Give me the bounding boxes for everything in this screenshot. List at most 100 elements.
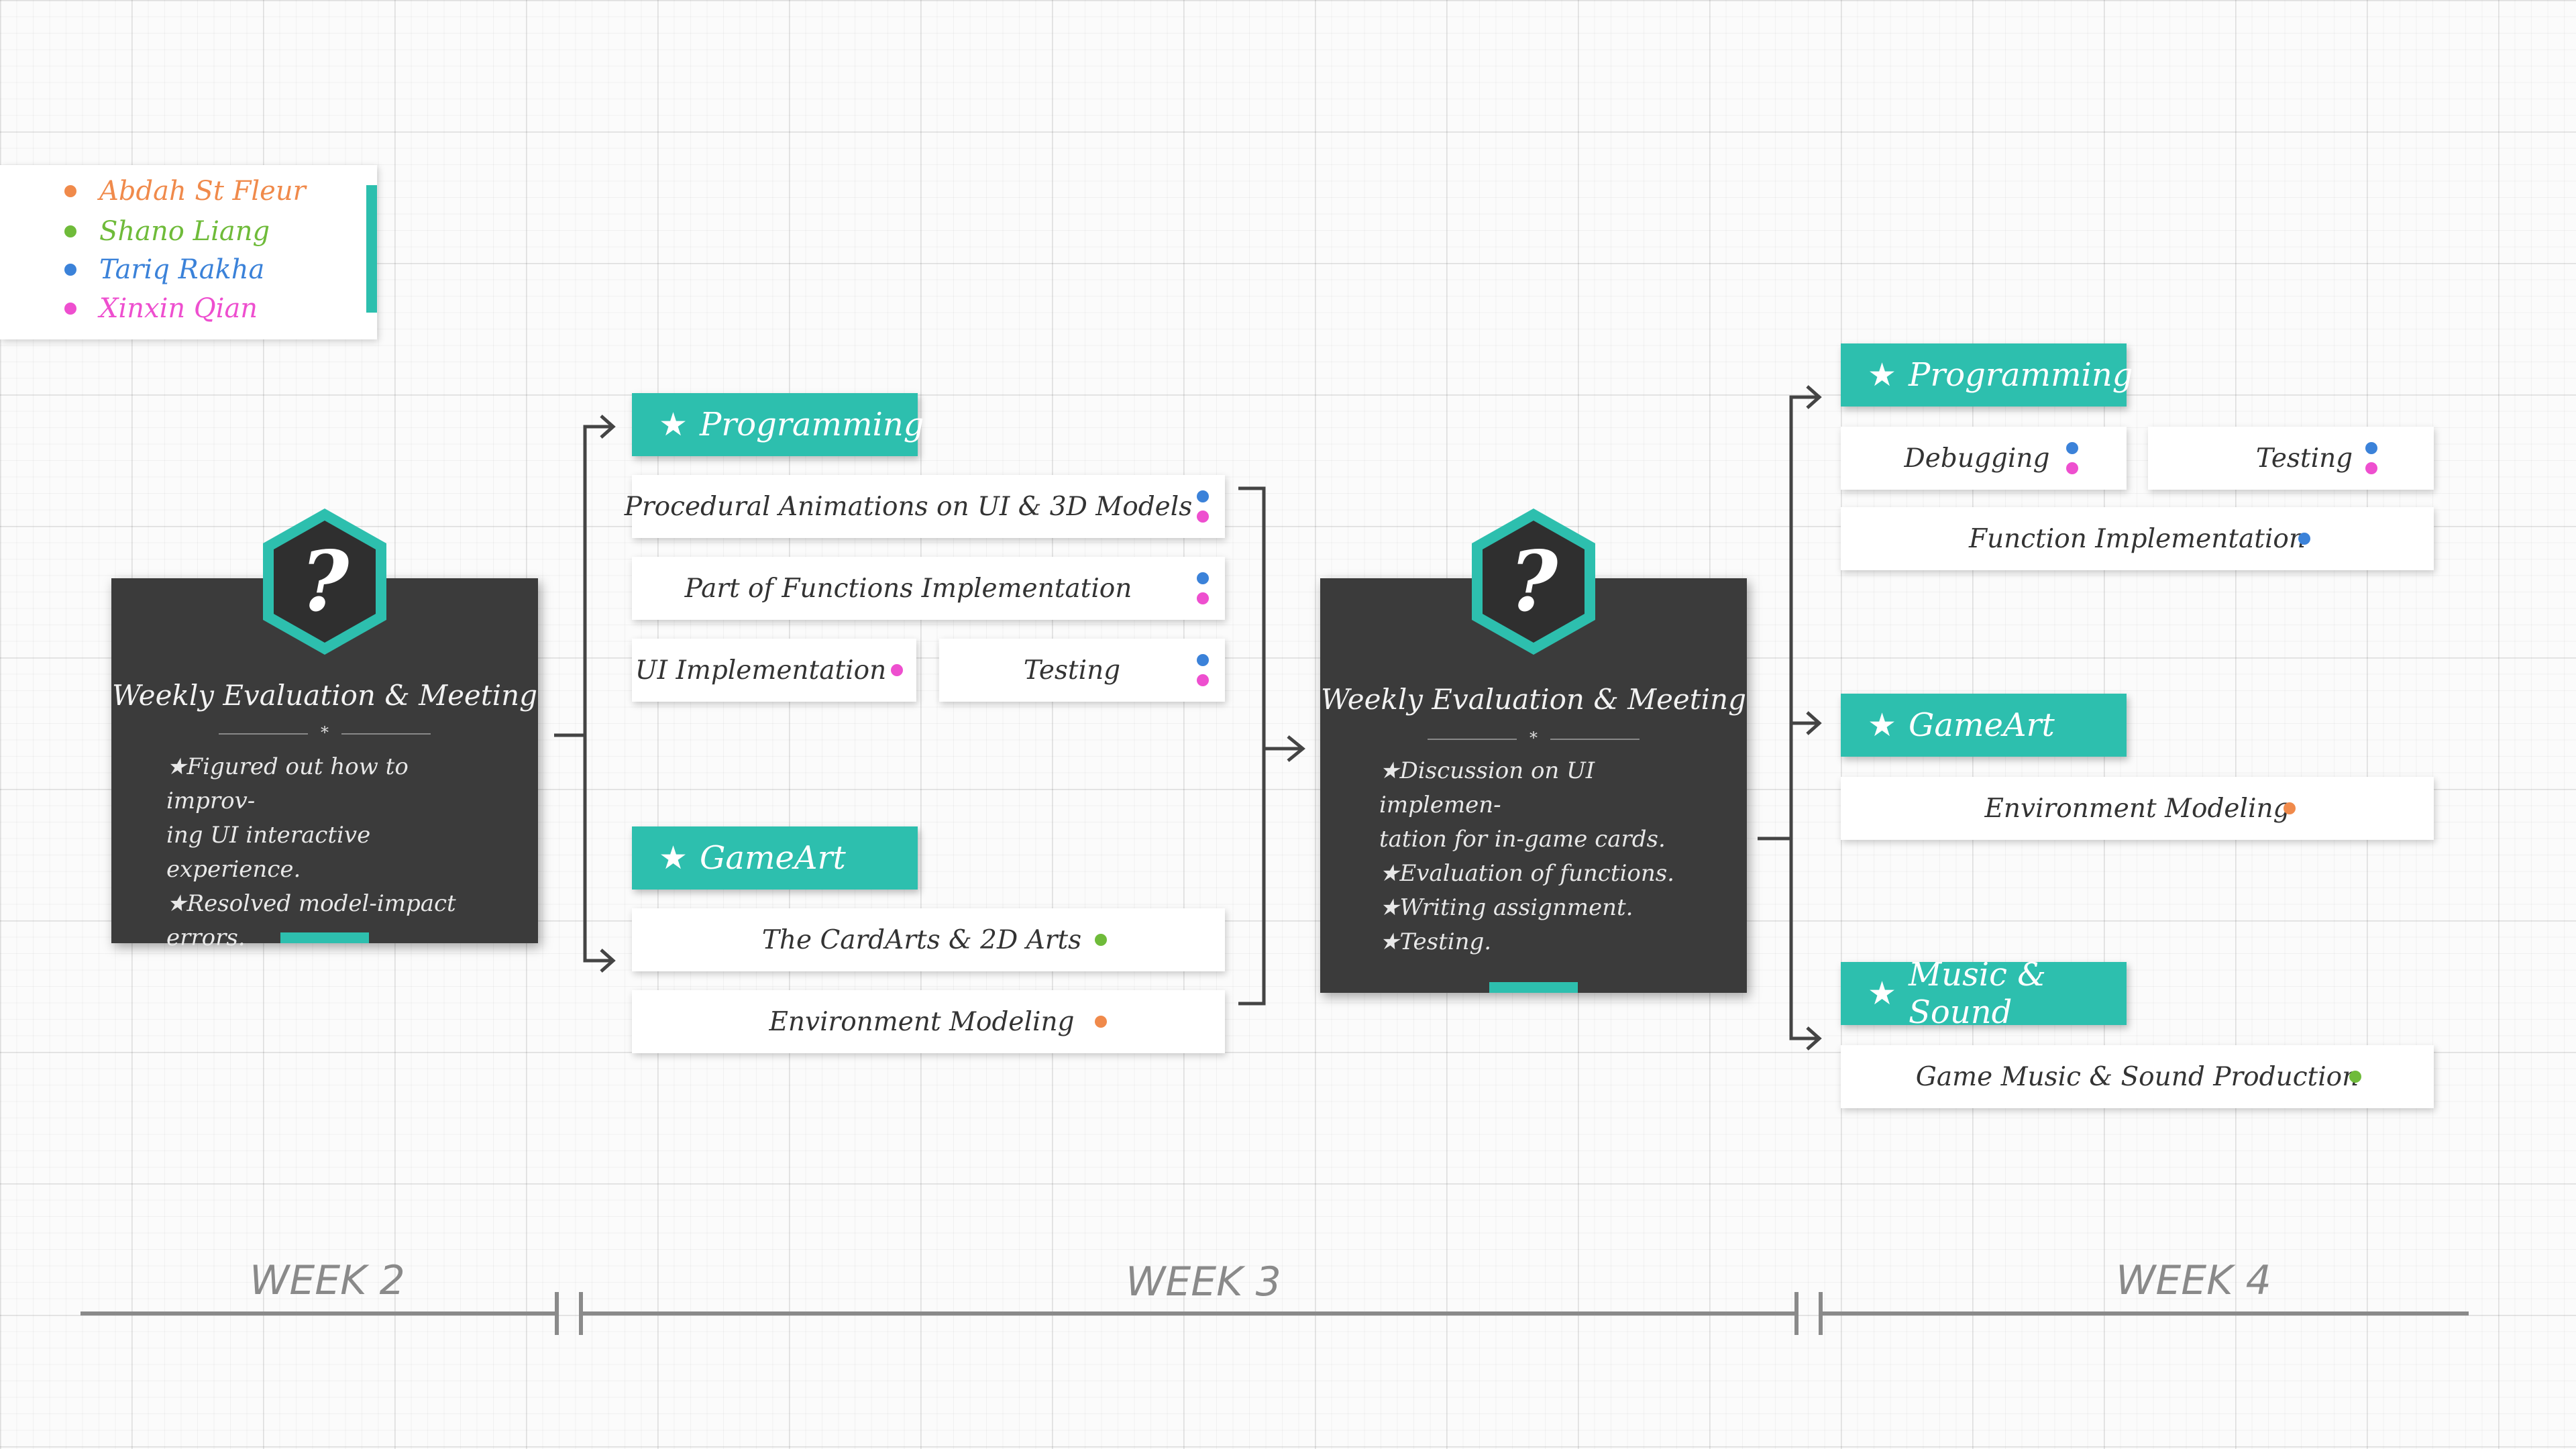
week3-programming-header: ★ Programming [632,393,924,456]
member-dot [2298,533,2310,545]
task-box: Testing [939,639,1225,702]
week4-music-header: ★ Music & Sound [1841,956,2127,1031]
task-box: Procedural Animations on UI & 3D Models [625,475,1225,538]
member-dot [2284,802,2296,814]
task-box: Environment Modeling [1841,777,2434,840]
week3-bracket [1238,486,1300,1006]
note-line: tation for in-game cards. [1379,826,1666,853]
task-box: Function Implementation [1841,507,2434,570]
card-foot-accent [280,932,369,943]
task-label: Part of Functions Implementation [684,573,1132,604]
task-label: Testing [1023,655,1121,686]
timeline-line [80,1292,2469,1335]
week3-arrowhead-1 [1806,385,1822,409]
member-name: Shano Liang [99,216,270,247]
note-line: ★Figured out how to improv- [166,753,409,814]
star-icon: ★ [1868,975,1897,1012]
card-divider: * [219,723,431,742]
task-box: The CardArts & 2D Arts [632,908,1225,971]
member-name: Xinxin Qian [99,293,258,324]
week2-arrowhead-top [600,415,616,439]
member-dot [1197,511,1209,523]
week3-evaluation-card: ? Weekly Evaluation & Meeting * ★Discuss… [1320,508,1747,993]
member-dot [2365,442,2377,454]
member-dot [64,225,76,237]
task-label: Environment Modeling [1984,793,2290,824]
card-divider: * [1428,729,1640,747]
task-label: Debugging [1904,443,2050,474]
star-icon: ★ [1868,356,1897,394]
note-line: ★Writing assignment. [1379,894,1633,921]
week2-connector [554,425,612,963]
divider-star: * [1529,729,1538,747]
note-line: ing UI interactive experience. [166,822,371,883]
task-box: Testing [2148,427,2434,490]
member-name: Tariq Rakha [99,254,265,285]
week-label: WEEK 4 [2116,1257,2271,1304]
category-label: GameArt [700,839,846,877]
member-dot [1095,934,1107,946]
question-mark-hexagon-icon: ? [1472,508,1595,655]
member-dot [1197,674,1209,686]
member-dot [2066,462,2078,474]
member-dot [64,264,76,276]
task-label: Procedural Animations on UI & 3D Models [624,491,1193,522]
note-line: errors. [166,924,246,951]
question-mark-hexagon-icon: ? [263,508,386,655]
task-box: Environment Modeling [632,990,1225,1053]
task-label: Function Implementation [1968,523,2306,554]
week2-arrowhead-bottom [600,949,616,973]
task-box: Game Music & Sound Production [1841,1045,2434,1108]
star-icon: ★ [659,406,688,443]
svg-text:?: ? [1509,533,1559,631]
task-label: Environment Modeling [769,1006,1075,1037]
note-line: ★Resolved model-impact [166,890,456,917]
task-box: Debugging [1841,427,2127,490]
task-label: The CardArts & 2D Arts [761,924,1082,955]
note-line: ★Discussion on UI implemen- [1379,757,1595,818]
week4-gameart-header: ★ GameArt [1841,694,2127,757]
member-dot [1197,572,1209,584]
category-label: GameArt [1909,706,2055,744]
card-title: Weekly Evaluation & Meeting [1320,683,1747,716]
week3-bracket-arrowhead [1287,735,1305,762]
task-box: UI Implementation [632,639,916,702]
member-dot [2066,442,2078,454]
member-dot [2365,462,2377,474]
week4-programming-header: ★ Programming [1841,343,2133,407]
week3-connector [1758,395,1818,1040]
note-line: ★Evaluation of functions. [1379,860,1674,887]
card-notes: ★Discussion on UI implemen- tation for i… [1379,754,1693,959]
note-line: ★Testing. [1379,928,1492,955]
member-name: Abdah St Fleur [99,176,306,207]
member-dot [1197,592,1209,604]
task-box: Part of Functions Implementation [632,557,1225,620]
member-dot [891,664,903,676]
team-legend: Abdah St Fleur Shano Liang Tariq Rakha X… [0,165,377,339]
category-label: Programming [1909,356,2133,394]
legend-item: Shano Liang [64,213,270,250]
week3-arrowhead-3 [1806,1026,1822,1051]
member-dot [64,185,76,197]
week3-gameart-header: ★ GameArt [632,826,918,890]
member-dot [64,303,76,315]
task-label: Game Music & Sound Production [1915,1061,2359,1092]
member-dot [1095,1016,1107,1028]
svg-text:?: ? [301,533,350,631]
member-dot [1197,490,1209,502]
card-foot-accent [1489,982,1578,993]
week-label: WEEK 2 [250,1257,405,1304]
member-dot [1197,654,1209,666]
star-icon: ★ [1868,706,1897,744]
week3-arrowhead-2 [1806,711,1822,735]
category-label: Music & Sound [1909,956,2046,1031]
task-label: Testing [2255,443,2353,474]
legend-item: Tariq Rakha [64,251,264,288]
star-icon: ★ [659,839,688,877]
task-label: UI Implementation [635,655,887,686]
legend-item: Xinxin Qian [64,290,258,327]
legend-item: Abdah St Fleur [64,172,306,210]
divider-star: * [321,723,329,742]
card-notes: ★Figured out how to improv- ing UI inter… [166,750,484,955]
